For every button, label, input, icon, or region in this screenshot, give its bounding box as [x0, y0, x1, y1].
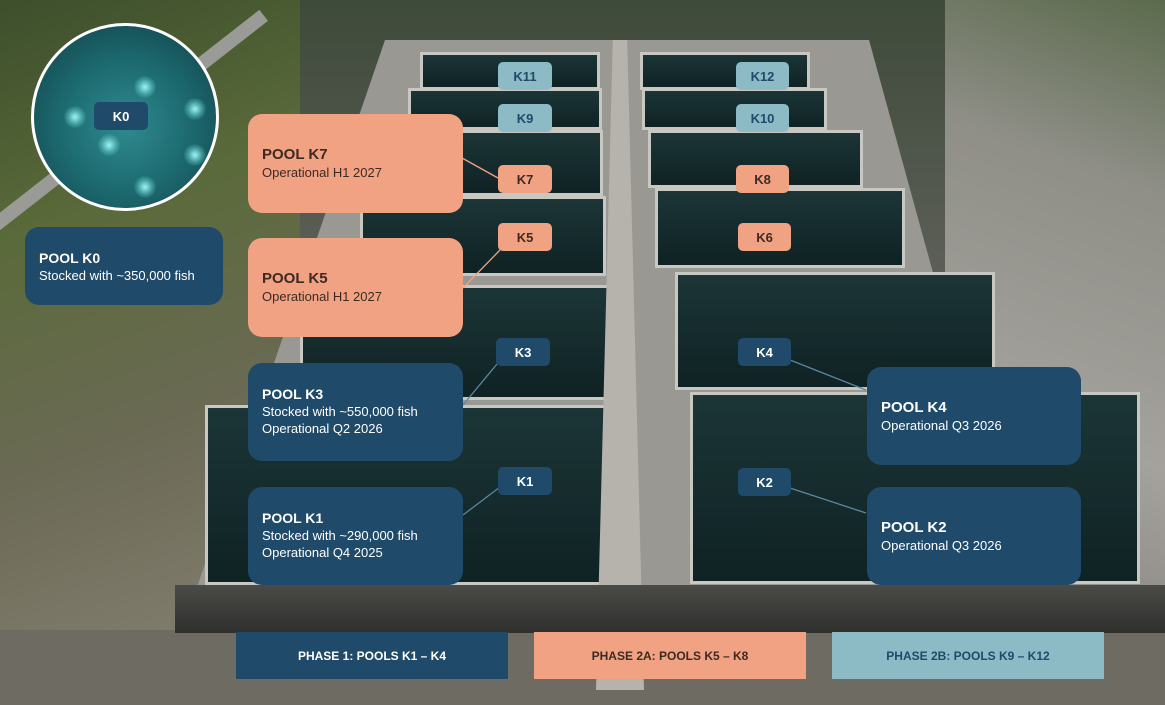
pool-light	[134, 176, 156, 198]
callout-title: POOL K5	[262, 270, 328, 287]
pool-tag-k0: K0	[94, 102, 148, 130]
callout-line: Operational Q2 2026	[262, 421, 383, 436]
phase-2b-label: PHASE 2B: POOLS K9 – K12	[832, 632, 1104, 679]
callout-line: Stocked with ~350,000 fish	[39, 268, 195, 283]
pool-tag-k1: K1	[498, 467, 552, 495]
pool-tag-k6: K6	[738, 223, 791, 251]
callout-title: POOL K3	[262, 386, 324, 402]
connector-k2	[789, 487, 867, 514]
pool-tag-k7: K7	[498, 165, 552, 193]
callout-line: Operational H1 2027	[262, 165, 382, 180]
connector-k7	[461, 157, 499, 179]
callout-line: Stocked with ~550,000 fish	[262, 404, 418, 419]
callout-pool-k3: POOL K3 Stocked with ~550,000 fish Opera…	[248, 363, 463, 461]
pool-basin-k10	[642, 88, 827, 130]
callout-pool-k2: POOL K2 Operational Q3 2026	[867, 487, 1081, 585]
pool-tag-k8: K8	[736, 165, 789, 193]
pool-light	[134, 76, 156, 98]
connector-k5	[462, 249, 501, 289]
phase-1-label: PHASE 1: POOLS K1 – K4	[236, 632, 508, 679]
callout-pool-k7: POOL K7 Operational H1 2027	[248, 114, 463, 213]
pool-tag-k5: K5	[498, 223, 552, 251]
pool-light	[184, 98, 206, 120]
connector-k3	[462, 363, 498, 406]
callout-title: POOL K7	[262, 146, 328, 163]
callout-title: POOL K0	[39, 250, 101, 266]
pool-tag-k3: K3	[496, 338, 550, 366]
callout-line: Operational Q3 2026	[881, 538, 1002, 553]
callout-pool-k4: POOL K4 Operational Q3 2026	[867, 367, 1081, 465]
pool-tag-k2: K2	[738, 468, 791, 496]
pool-tag-k9: K9	[498, 104, 552, 132]
callout-title: POOL K1	[262, 510, 324, 526]
callout-pool-k0: POOL K0 Stocked with ~350,000 fish	[25, 227, 223, 305]
pool-light	[98, 134, 120, 156]
callout-pool-k1: POOL K1 Stocked with ~290,000 fish Opera…	[248, 487, 463, 585]
callout-line: Operational Q4 2025	[262, 545, 383, 560]
callout-title: POOL K4	[881, 399, 947, 416]
pool-tag-k12: K12	[736, 62, 789, 90]
pool-outer-wall	[175, 585, 1165, 633]
phase-2a-label: PHASE 2A: POOLS K5 – K8	[534, 632, 806, 679]
pool-light	[184, 144, 206, 166]
pool-tag-k10: K10	[736, 104, 789, 132]
pool-tag-k4: K4	[738, 338, 791, 366]
callout-title: POOL K2	[881, 519, 947, 536]
callout-pool-k5: POOL K5 Operational H1 2027	[248, 238, 463, 337]
callout-line: Operational Q3 2026	[881, 418, 1002, 433]
connector-k4	[789, 359, 867, 391]
callout-line: Stocked with ~290,000 fish	[262, 528, 418, 543]
pool-tag-k11: K11	[498, 62, 552, 90]
callout-line: Operational H1 2027	[262, 289, 382, 304]
pool-k0-inset-photo: K0	[31, 23, 219, 211]
connector-k1	[462, 486, 501, 516]
pool-light	[64, 106, 86, 128]
